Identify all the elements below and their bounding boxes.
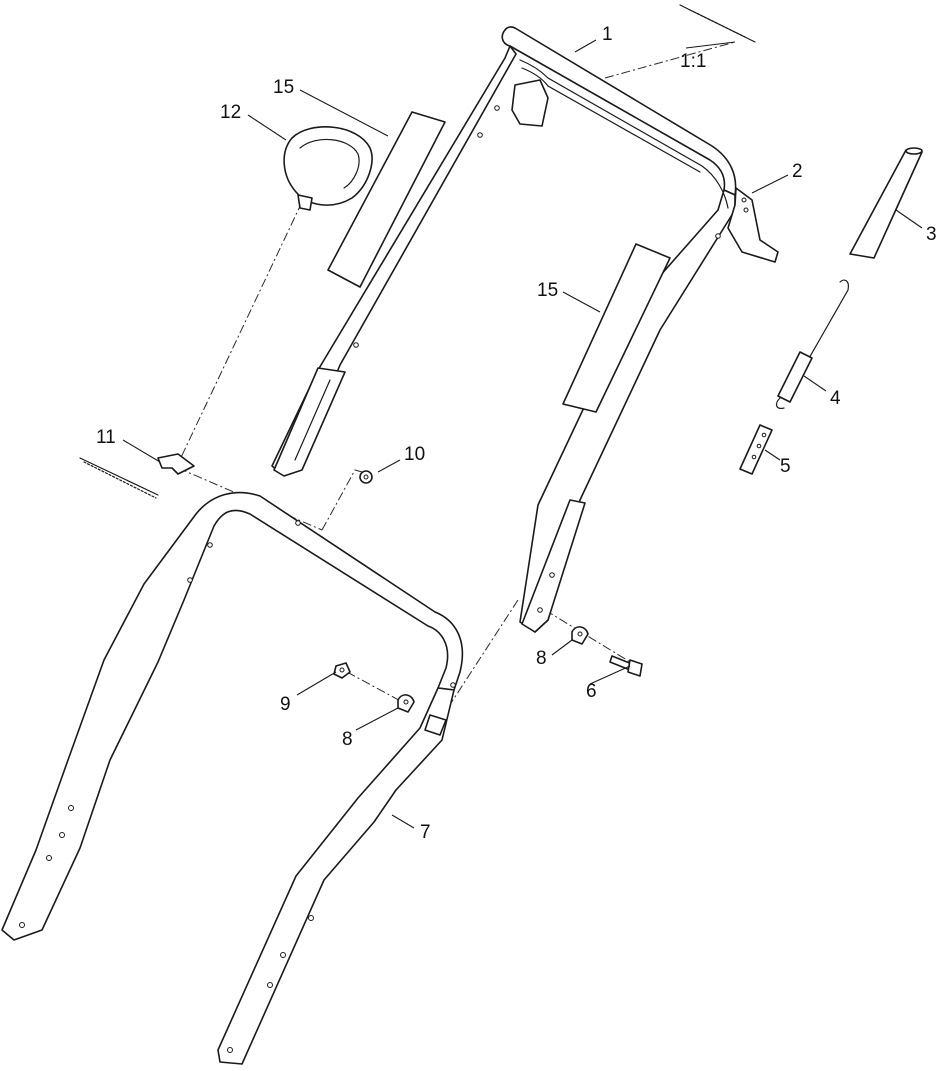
bolt-part-6: [609, 655, 643, 677]
callout-4: 4: [830, 388, 841, 409]
decal-part-15-upper: [327, 111, 446, 288]
callout-10: 10: [404, 444, 425, 465]
callout-11: 11: [96, 427, 116, 448]
callout-1: 1: [602, 24, 613, 45]
callout-2: 2: [792, 161, 803, 182]
washer-part-8-upper: [571, 626, 589, 645]
callout-8-lower: 8: [342, 729, 353, 750]
callout-3: 3: [926, 224, 937, 245]
grip-tube-part-3: [849, 147, 923, 259]
lower-handle-part-7: [1, 491, 464, 1065]
control-bail-part-2: [727, 187, 779, 263]
decal-part-15-lower: [562, 243, 671, 413]
callout-scale: 1:1: [680, 51, 706, 72]
callout-5: 5: [780, 456, 791, 477]
leader-lines: [122, 39, 923, 829]
nut-part-9: [333, 662, 351, 679]
callouts: 1:1 1 2 3 4 5 6 7 8 8 9 10 11 12 15 15: [96, 24, 937, 843]
pin-part-11: [79, 453, 195, 499]
washer-part-8-lower: [397, 694, 415, 713]
callout-15-lower: 15: [537, 280, 558, 301]
upper-handle-part-1: [271, 26, 737, 633]
callout-7: 7: [420, 822, 431, 843]
callout-8-upper: 8: [536, 648, 547, 669]
callout-9: 9: [280, 694, 291, 715]
section-mark: [679, 4, 756, 43]
spring-part-4: [775, 279, 849, 409]
callout-12: 12: [220, 102, 241, 123]
callout-15-upper: 15: [273, 77, 294, 98]
plate-part-5: [739, 424, 773, 475]
washer-part-10: [359, 470, 373, 484]
callout-6: 6: [586, 681, 597, 702]
knob-part-12: [283, 126, 373, 211]
